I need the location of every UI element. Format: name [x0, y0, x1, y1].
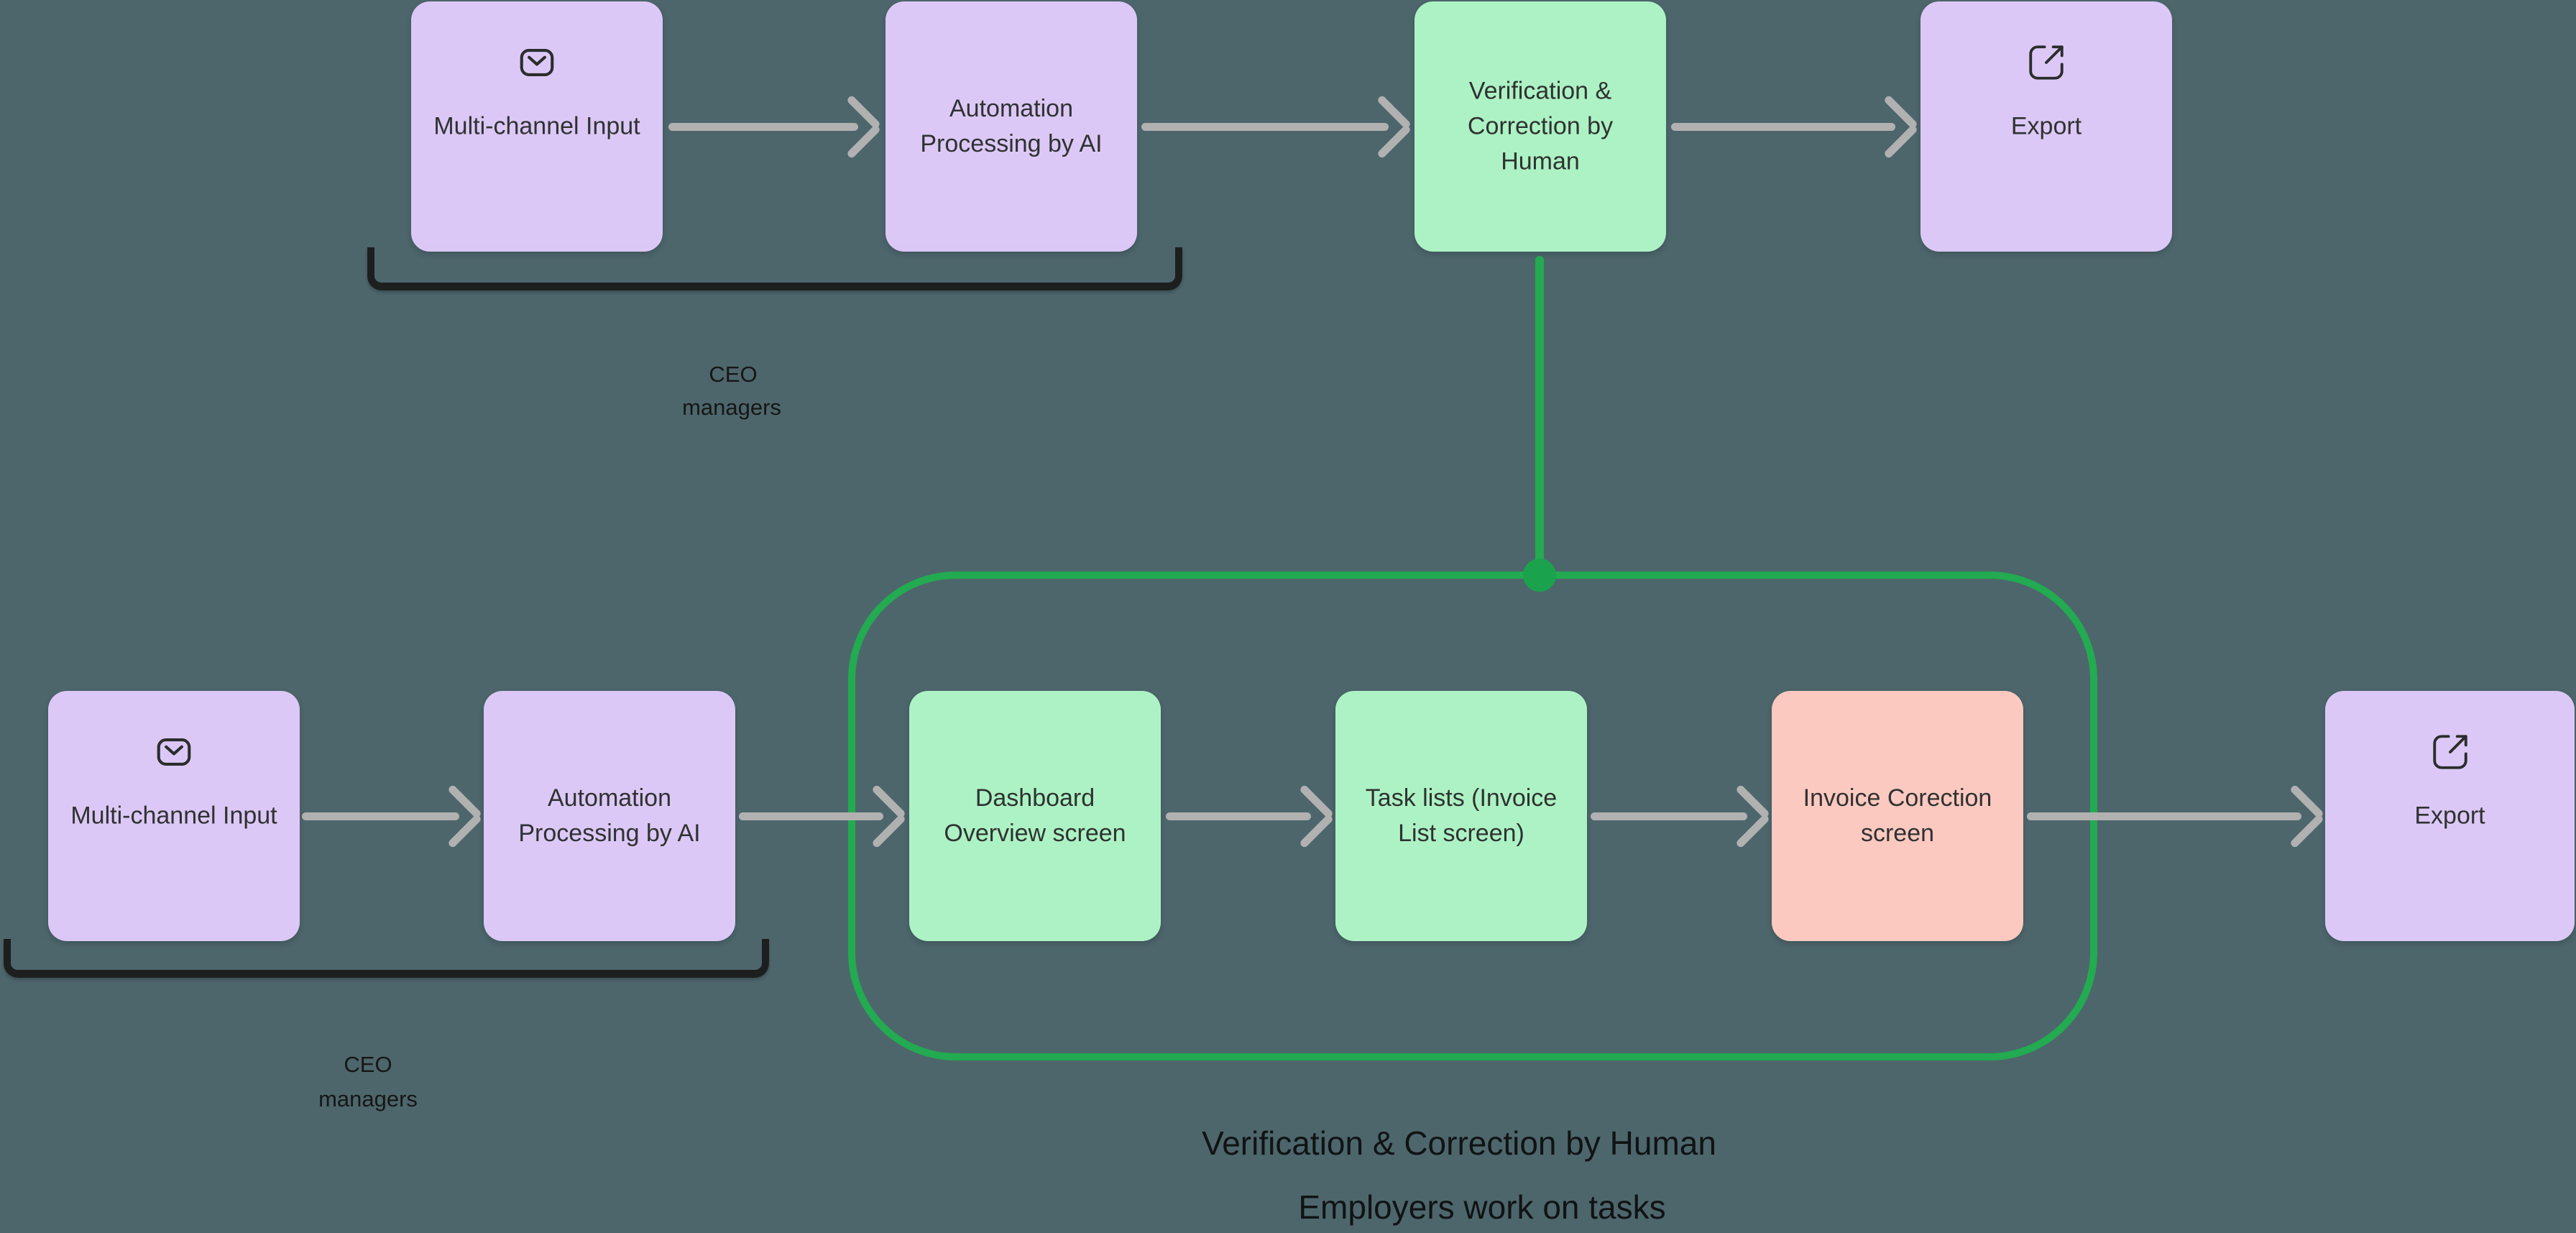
- group-caption-line2: Employers work on tasks: [1298, 1188, 1666, 1226]
- node-task-lists-invoice-list-screen[interactable]: Task lists (Invoice List screen): [1335, 691, 1587, 941]
- bracket-label-line2: managers: [682, 395, 781, 420]
- node-label: Multi-channel Input: [433, 112, 640, 140]
- node-label: Automation Processing by AI: [920, 95, 1103, 157]
- node-export-bottom[interactable]: Export: [2325, 691, 2575, 941]
- node-label: Dashboard Overview screen: [944, 784, 1126, 847]
- node-multi-channel-input-bottom[interactable]: Multi-channel Input: [48, 691, 300, 941]
- group-connector-line: [1535, 256, 1544, 577]
- arrow-input-to-processing-top: [668, 80, 881, 173]
- bracket-label-line2: managers: [318, 1086, 418, 1111]
- node-label: Invoice Corection screen: [1803, 784, 1992, 847]
- arrow-task-lists-to-invoice-correction: [1591, 769, 1770, 863]
- external-link-icon: [2025, 42, 2067, 83]
- node-dashboard-overview-screen[interactable]: Dashboard Overview screen: [909, 691, 1161, 941]
- mail-icon: [153, 731, 195, 773]
- node-label: Export: [2010, 112, 2082, 140]
- mail-icon: [516, 42, 558, 83]
- node-automation-processing-bottom[interactable]: Automation Processing by AI: [484, 691, 735, 941]
- arrow-invoice-correction-to-export: [2027, 769, 2324, 863]
- node-label: Export: [2414, 802, 2485, 830]
- external-link-icon: [2429, 731, 2471, 773]
- arrow-verification-to-export-top: [1671, 80, 1918, 173]
- connector-junction-dot: [1523, 559, 1556, 592]
- node-label: Verification & Correction by Human: [1467, 77, 1614, 175]
- node-label: Multi-channel Input: [70, 802, 277, 830]
- arrow-processing-to-dashboard: [739, 769, 906, 863]
- node-invoice-correction-screen[interactable]: Invoice Corection screen: [1772, 691, 2023, 941]
- arrow-processing-to-verification-top: [1141, 80, 1412, 173]
- node-export-top[interactable]: Export: [1920, 1, 2172, 252]
- arrow-input-to-processing-bottom: [302, 769, 482, 863]
- node-automation-processing-top[interactable]: Automation Processing by AI: [886, 1, 1137, 252]
- node-label: Automation Processing by AI: [518, 784, 701, 847]
- group-caption-line1: Verification & Correction by Human: [1202, 1124, 1716, 1162]
- bracket-label-line1: CEO: [709, 362, 758, 387]
- node-verification-correction-top[interactable]: Verification & Correction by Human: [1414, 1, 1666, 252]
- human-tasks-group-outline: [848, 572, 2097, 1060]
- bracket-label-line1: CEO: [344, 1052, 392, 1077]
- arrow-dashboard-to-task-lists: [1166, 769, 1334, 863]
- node-multi-channel-input-top[interactable]: Multi-channel Input: [411, 1, 663, 252]
- node-label: Task lists (Invoice List screen): [1365, 784, 1558, 847]
- ceo-managers-bracket-bottom: [4, 939, 769, 978]
- ceo-managers-bracket-top: [367, 247, 1182, 290]
